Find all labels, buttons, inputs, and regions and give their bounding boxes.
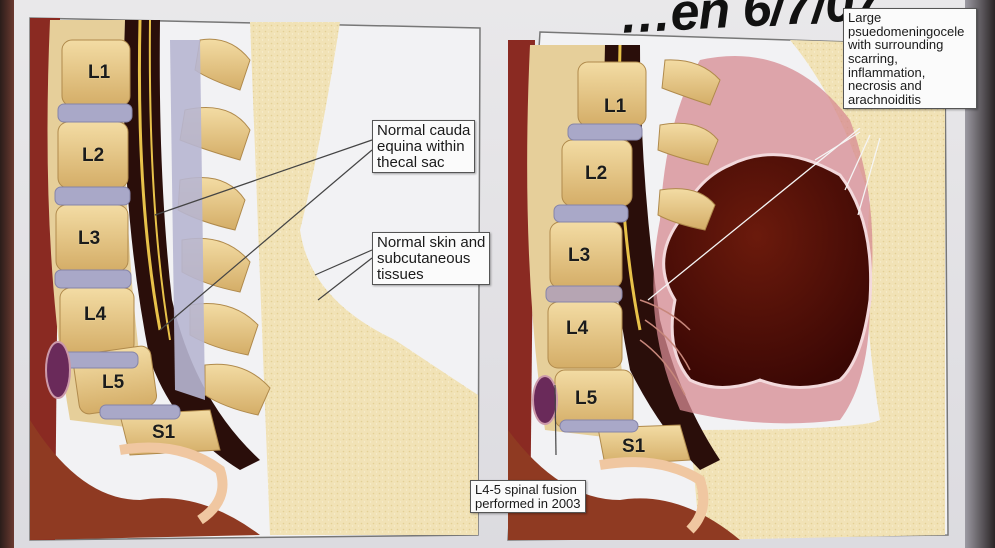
callout-spinal-fusion: L4-5 spinal fusion performed in 2003 [470,480,586,513]
right-vertebra-label-l1: L1 [604,96,626,118]
callout-pseudomeningocele: Large psuedomeningocele with surrounding… [843,8,977,109]
callout-normal-skin: Normal skin and subcutaneous tissues [372,232,490,285]
callout-normal-cauda-equina: Normal cauda equina within thecal sac [372,120,475,173]
left-vertebra-label-l4: L4 [84,304,106,326]
right-vertebra-label-l3: L3 [568,245,590,267]
right-vertebra-label-s1: S1 [622,436,645,458]
right-vessel [533,376,557,424]
right-vertebra-label-l2: L2 [585,163,607,185]
right-vertebra-label-l5: L5 [575,388,597,410]
left-vertebra-label-l2: L2 [82,145,104,167]
left-vertebra-label-s1: S1 [152,422,175,444]
right-vertebra-label-l4: L4 [566,318,588,340]
left-vertebra-label-l5: L5 [102,372,124,394]
left-vertebra-label-l3: L3 [78,228,100,250]
left-vertebra-label-l1: L1 [88,62,110,84]
left-vessel [46,342,70,398]
